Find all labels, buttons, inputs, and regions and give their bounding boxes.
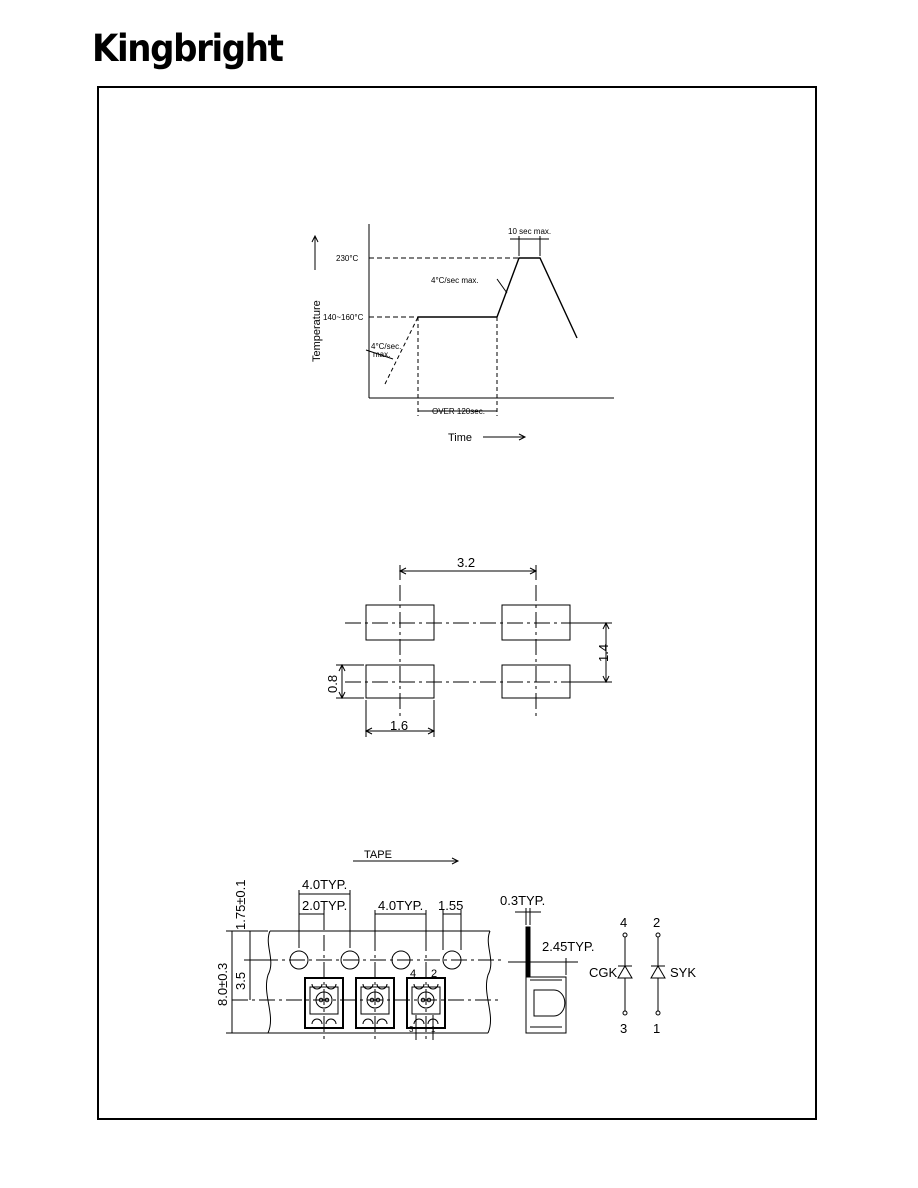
hole-dia-label: 1.55 <box>438 898 463 913</box>
ramp-up-label: 4°C/sec max. <box>431 276 479 285</box>
pre-ramp-label-1: 4°C/sec. <box>371 342 401 351</box>
led-chip-3a <box>420 997 426 1003</box>
cgk-label: CGK <box>589 965 618 980</box>
tape-right-break <box>486 930 492 1034</box>
right-diode-symbol <box>650 965 666 979</box>
circuit-diagram <box>617 932 666 1016</box>
preheat-temp-label: 140~160°C <box>323 313 364 322</box>
tape-direction-arrowhead <box>451 857 460 865</box>
led-chip-2b <box>375 997 381 1003</box>
led-chip-1a <box>318 997 324 1003</box>
tape-side-thickness <box>525 926 531 978</box>
pitch-y-arrow-top <box>602 621 610 630</box>
sprocket-pitch-label: 4.0TYP. <box>302 877 347 892</box>
tape-drawing <box>226 857 578 1042</box>
hole-to-pocket-label: 2.0TYP. <box>302 898 347 913</box>
circuit-pin-2: 2 <box>653 915 660 930</box>
pad-width-arrow-left <box>364 727 373 735</box>
pad-layout-drawing <box>336 565 612 737</box>
pre-ramp-label-2: max. <box>373 350 390 359</box>
pitch-x-label: 3.2 <box>457 555 475 570</box>
circuit-pin-4: 4 <box>620 915 627 930</box>
pin1-terminal <box>655 1010 661 1016</box>
led-top-leads-2 <box>362 983 388 990</box>
pad-width-arrow-right <box>427 727 436 735</box>
preheat-ramp <box>384 316 419 385</box>
preheat-time-label: OVER 120sec. <box>432 407 485 416</box>
led-top-leads-1 <box>311 983 337 990</box>
soldering-profile-chart <box>311 224 614 441</box>
peak-time-label: 10 sec max. <box>508 227 551 236</box>
led-body-1 <box>309 986 339 1015</box>
led-chip-2a <box>369 997 375 1003</box>
led-chip-1b <box>324 997 330 1003</box>
sprocket-hole-4 <box>442 950 462 970</box>
pin4-terminal <box>622 932 628 938</box>
pocket-pitch-label: 4.0TYP. <box>378 898 423 913</box>
sprocket-hole-3 <box>391 950 411 970</box>
sprocket-hole-2 <box>340 950 360 970</box>
ramp-leader <box>496 278 508 294</box>
tape-pin-3: 3 <box>409 1025 414 1034</box>
hole-to-center-label: 3.5 <box>233 972 248 990</box>
led-body-2 <box>360 986 390 1015</box>
tape-width-label: 8.0±0.3 <box>215 963 230 1006</box>
pad-height-arrow-top <box>338 663 346 672</box>
pocket-side-view <box>525 976 567 1034</box>
led-body-3 <box>411 986 441 1015</box>
pad-width-label: 1.6 <box>390 718 408 733</box>
pad-height-arrow-bottom <box>338 691 346 700</box>
pin3-terminal <box>622 1010 628 1016</box>
pad-height-label: 0.8 <box>325 675 340 693</box>
y-axis-label: Temperature <box>311 300 323 362</box>
pitch-y-label: 1.4 <box>596 644 611 662</box>
pitch-x-arrow-left <box>398 567 407 575</box>
left-diode-symbol <box>617 965 633 979</box>
led-leads-1 <box>311 1018 337 1025</box>
tape-direction-label: TAPE <box>364 849 392 861</box>
thickness-label: 0.3TYP. <box>500 893 545 908</box>
profile-curve <box>418 257 578 339</box>
peak-temp-label: 230°C <box>336 254 359 263</box>
time-arrowhead <box>518 433 527 441</box>
led-chip-3b <box>426 997 432 1003</box>
syk-label: SYK <box>670 965 696 980</box>
sprocket-hole-1 <box>289 950 309 970</box>
led-side-view <box>533 989 566 1017</box>
kingbright-logo: Kingbright <box>92 27 284 70</box>
pocket-depth-label: 2.45TYP. <box>542 939 595 954</box>
tape-pin-2: 2 <box>431 968 437 980</box>
pitch-x-arrow-right <box>529 567 538 575</box>
temperature-arrowhead <box>311 234 319 243</box>
drawing-frame <box>97 86 817 1120</box>
circuit-pin-1: 1 <box>653 1021 660 1036</box>
led-top-leads-3 <box>413 983 439 990</box>
pre-ramp-leader <box>365 349 394 360</box>
pin2-terminal <box>655 932 661 938</box>
tape-left-break <box>266 930 272 1034</box>
pitch-y-arrow-bottom <box>602 675 610 684</box>
circuit-pin-3: 3 <box>620 1021 627 1036</box>
tape-pin-4: 4 <box>410 968 416 980</box>
x-axis-label: Time <box>448 432 472 444</box>
led-leads-2 <box>362 1018 388 1025</box>
tape-pin-1: 1 <box>431 1025 436 1034</box>
edge-to-hole-label: 1.75±0.1 <box>233 879 248 930</box>
